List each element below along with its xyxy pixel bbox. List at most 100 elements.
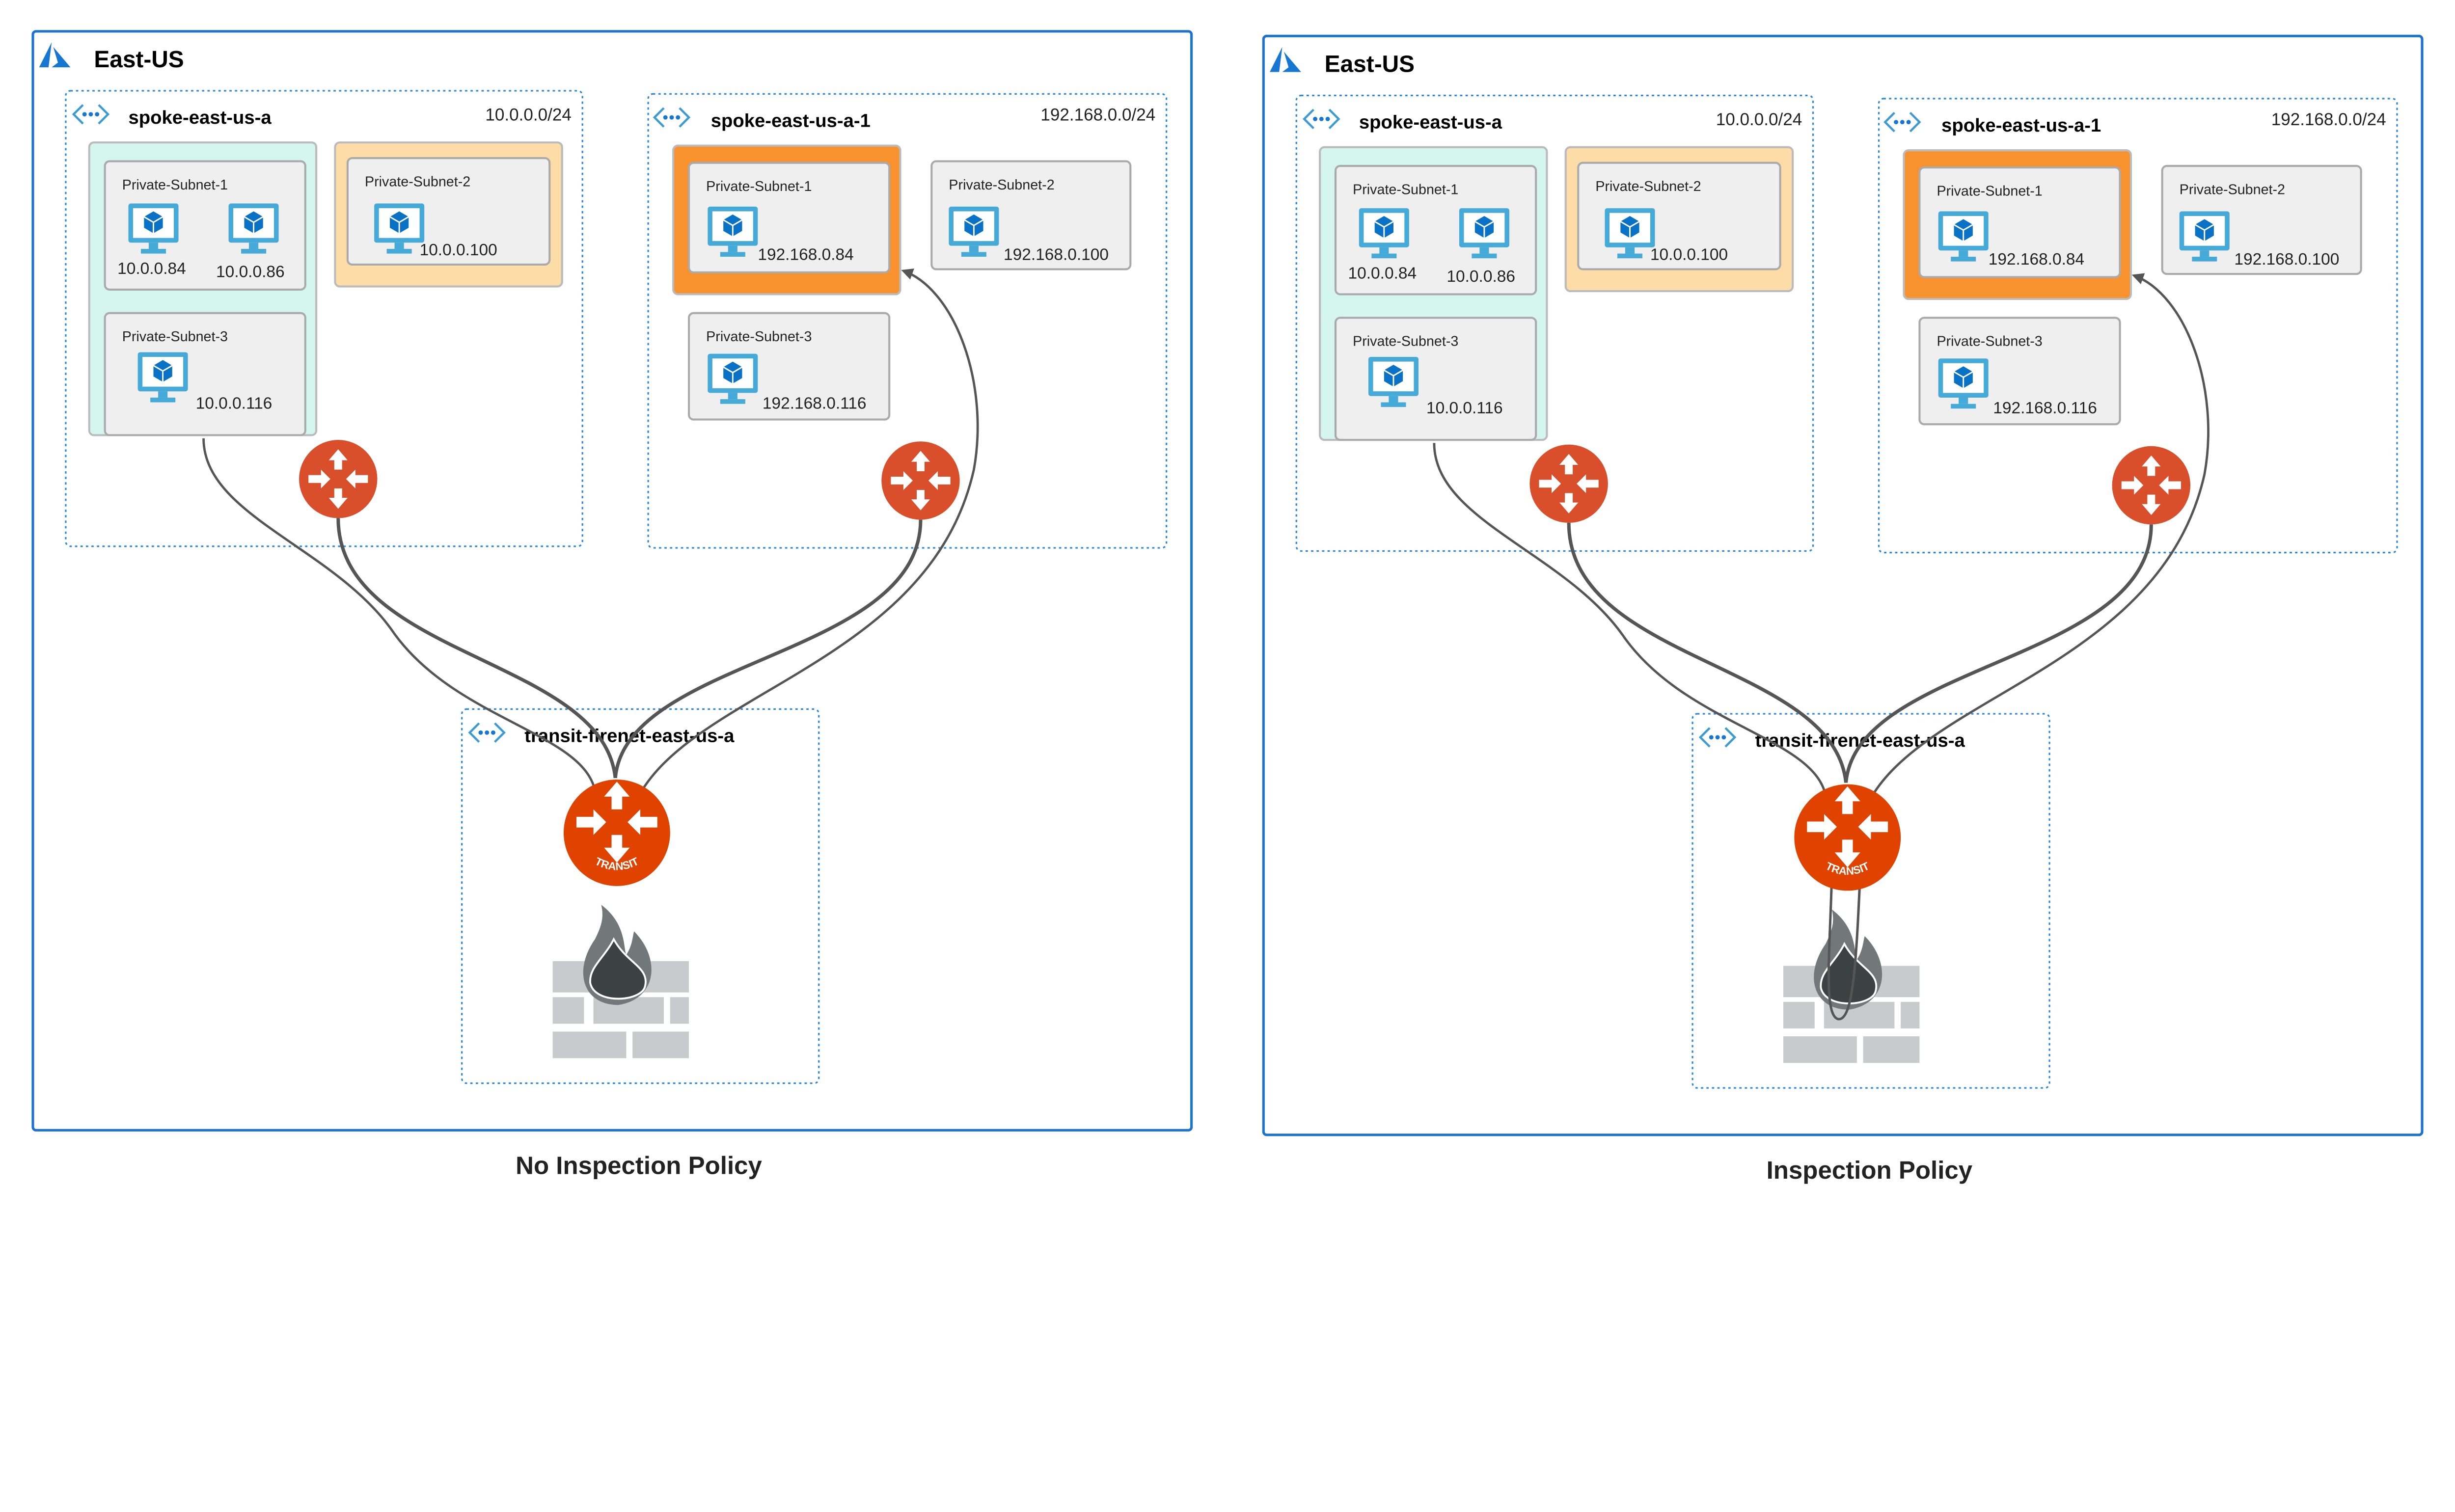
link-gateway-a-transit <box>1567 523 1848 783</box>
private-subnet-2[interactable]: Private-Subnet-2 10.0.0.100 <box>346 157 551 266</box>
inspection-path-overlay <box>1828 810 1865 1021</box>
private-subnet-1[interactable]: Private-Subnet-1 10.0.0.84 10.0.0.86 <box>104 160 306 291</box>
subnet-label: Private-Subnet-2 <box>1595 179 1701 194</box>
vnet-name: spoke-east-us-a <box>128 107 272 128</box>
private-subnet-2[interactable]: Private-Subnet-2 192.168.0.100 <box>2161 164 2362 275</box>
vm-ip-label: 10.0.0.84 <box>117 260 186 278</box>
virtual-machine-icon[interactable] <box>228 203 279 254</box>
azure-logo-icon <box>1270 47 1301 72</box>
vnet-icon <box>1698 727 1737 748</box>
private-subnet-3[interactable]: Private-Subnet-3 10.0.0.116 <box>104 312 306 436</box>
subnet-label: Private-Subnet-2 <box>365 174 470 189</box>
vnet-name: spoke-east-us-a-1 <box>1941 115 2101 136</box>
private-subnet-1[interactable]: Private-Subnet-1 192.168.0.84 <box>1918 166 2121 278</box>
vm-ip-label: 10.0.0.116 <box>196 394 273 412</box>
vm-ip-label: 10.0.0.100 <box>1650 245 1728 264</box>
arrows-icon <box>576 782 657 863</box>
spoke-gateway-a[interactable] <box>299 440 378 518</box>
vm-ip-label: 192.168.0.116 <box>1993 399 2097 417</box>
vm-ip-label: 10.0.0.100 <box>420 241 497 259</box>
vm-ip-label: 10.0.0.84 <box>1348 265 1417 283</box>
subnet-label: Private-Subnet-1 <box>1937 184 2042 199</box>
vnet-spoke-east-us-a-1[interactable]: spoke-east-us-a-1 192.168.0.0/24Private-S… <box>647 93 1168 549</box>
spoke-gateway-b[interactable] <box>2112 446 2191 525</box>
virtual-machine-icon[interactable] <box>708 353 758 404</box>
vm-ip-label: 10.0.0.86 <box>216 263 285 281</box>
subnet-label: Private-Subnet-2 <box>2180 182 2285 197</box>
virtual-machine-icon[interactable] <box>949 206 999 257</box>
virtual-machine-icon[interactable] <box>1938 211 1989 262</box>
subnet-label: Private-Subnet-3 <box>122 329 228 345</box>
virtual-machine-icon[interactable] <box>137 352 188 403</box>
subnet-label: Private-Subnet-3 <box>706 329 812 345</box>
vnet-icon <box>1303 108 1340 130</box>
private-subnet-3[interactable]: Private-Subnet-3 192.168.0.116 <box>687 312 891 421</box>
link-gateway-b-transit <box>1844 524 2153 783</box>
private-subnet-3[interactable]: Private-Subnet-3 192.168.0.116 <box>1918 317 2121 426</box>
vnet-icon <box>1883 112 1921 133</box>
virtual-machine-icon[interactable] <box>128 203 179 254</box>
region-title: East-US <box>1325 52 1415 78</box>
virtual-machine-icon[interactable] <box>1605 208 1655 259</box>
region-box <box>31 30 1193 1132</box>
panel-caption: No Inspection Policy <box>516 1152 762 1180</box>
virtual-machine-icon[interactable] <box>1938 358 1989 409</box>
vnet-transit-firenet[interactable]: transit-firenet-east-us-a <box>461 708 820 1084</box>
link-gateway-b-transit <box>613 519 923 779</box>
vnet-cidr: 10.0.0.0/24 <box>485 106 571 125</box>
vnet-cidr: 192.168.0.0/24 <box>1040 106 1155 125</box>
traffic-links <box>1433 273 2210 1021</box>
vm-ip-label: 192.168.0.100 <box>2234 250 2339 269</box>
vnet-name: spoke-east-us-a-1 <box>711 110 871 131</box>
arrows-icon <box>2121 455 2181 515</box>
arrows-icon <box>1807 786 1888 867</box>
vnet-icon <box>653 107 691 128</box>
vnet-cidr: 192.168.0.0/24 <box>2271 110 2386 129</box>
subnet-label: Private-Subnet-2 <box>949 177 1054 193</box>
firewall-icon[interactable] <box>552 905 689 1058</box>
transit-gateway[interactable]: TRANSIT <box>1794 784 1901 891</box>
virtual-machine-icon[interactable] <box>1359 208 1409 259</box>
subnet-label: Private-Subnet-1 <box>706 179 812 194</box>
vm-ip-label: 192.168.0.84 <box>1989 250 2084 269</box>
spoke-gateway-a[interactable] <box>1529 444 1608 523</box>
virtual-machine-icon[interactable] <box>708 206 758 257</box>
vnet-icon <box>468 722 506 743</box>
region-box <box>1262 34 2424 1136</box>
virtual-machine-icon[interactable] <box>374 203 425 254</box>
panel-no-inspection: East-US spoke-east-us-a 10.0.0.0/24Private… <box>31 30 1193 1180</box>
subnet-label: Private-Subnet-1 <box>1353 182 1458 197</box>
subnet-label: Private-Subnet-1 <box>122 177 228 193</box>
region-title: East-US <box>94 47 184 73</box>
arrows-icon <box>1539 454 1599 513</box>
panel-caption: Inspection Policy <box>1767 1156 1973 1184</box>
vnet-spoke-east-us-a[interactable]: spoke-east-us-a 10.0.0.0/24Private-Subnet… <box>1295 94 1814 552</box>
private-subnet-1[interactable]: Private-Subnet-1 10.0.0.84 10.0.0.86 <box>1334 164 1537 296</box>
subnet-label: Private-Subnet-3 <box>1937 334 2042 350</box>
vnet-icon <box>72 104 110 125</box>
private-subnet-3[interactable]: Private-Subnet-3 10.0.0.116 <box>1334 317 1537 441</box>
vnet-spoke-east-us-a[interactable]: spoke-east-us-a 10.0.0.0/24Private-Subnet… <box>65 90 583 547</box>
private-subnet-2[interactable]: Private-Subnet-2 10.0.0.100 <box>1577 162 1781 270</box>
subnet-label: Private-Subnet-3 <box>1353 334 1458 350</box>
vnet-cidr: 10.0.0.0/24 <box>1716 110 1802 129</box>
vnet-spoke-east-us-a-1[interactable]: spoke-east-us-a-1 192.168.0.0/24Private-S… <box>1878 98 2398 554</box>
arrows-icon <box>891 451 951 511</box>
virtual-machine-icon[interactable] <box>1368 357 1419 407</box>
virtual-machine-icon[interactable] <box>2179 211 2230 262</box>
vm-ip-label: 192.168.0.116 <box>763 394 867 412</box>
spoke-gateway-b[interactable] <box>881 441 960 520</box>
diagram-canvas: East-US spoke-east-us-a 10.0.0.0/24Private… <box>31 30 2424 1184</box>
vnet-transit-firenet[interactable]: transit-firenet-east-us-a <box>1691 713 2050 1089</box>
arrows-icon <box>308 449 368 509</box>
vnet-name: spoke-east-us-a <box>1359 111 1502 133</box>
vm-ip-label: 10.0.0.116 <box>1426 399 1503 417</box>
virtual-machine-icon[interactable] <box>1459 208 1509 259</box>
transit-gateway[interactable]: TRANSIT <box>563 780 670 886</box>
azure-logo-icon <box>39 42 71 68</box>
link-gateway-a-transit <box>336 518 617 779</box>
vm-ip-label: 10.0.0.86 <box>1446 268 1515 286</box>
panel-inspection: East-US spoke-east-us-a 10.0.0.0/24Private… <box>1262 34 2424 1184</box>
